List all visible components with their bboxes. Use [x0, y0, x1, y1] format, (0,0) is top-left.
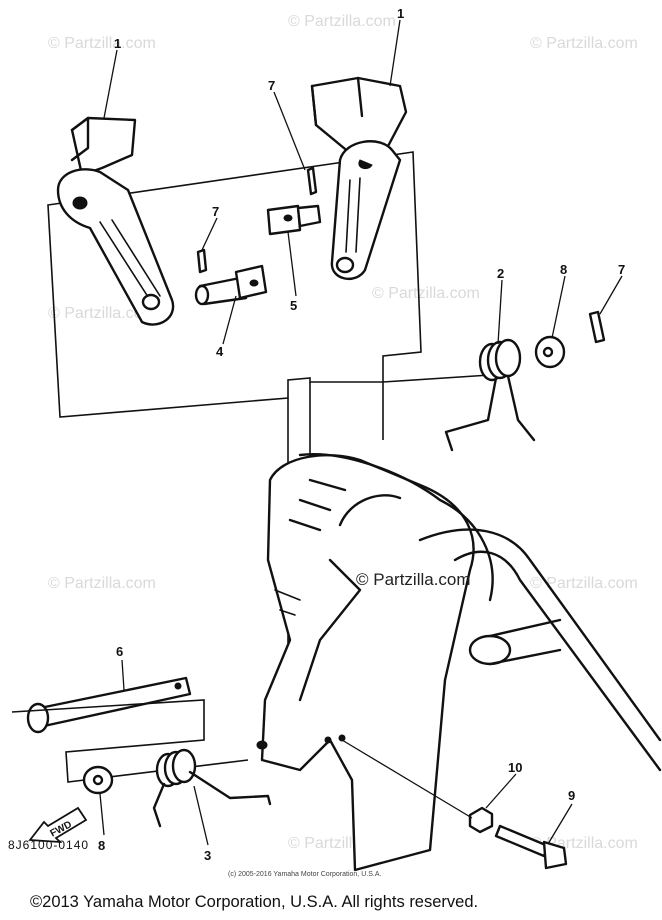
callout-leaders: [99, 19, 623, 846]
washer-right: [534, 335, 566, 369]
callout-5: 5: [290, 298, 297, 313]
callout-7-top: 7: [268, 78, 275, 93]
washer-left: [82, 765, 114, 795]
callout-8-left: 8: [98, 838, 105, 853]
watermark: © Partzilla.com: [48, 575, 156, 592]
fwd-label: FWD: [48, 819, 73, 839]
spring-part-3: [152, 748, 272, 828]
callout-10: 10: [508, 760, 522, 775]
clevis-pin-part-4: [194, 264, 268, 306]
cotter-pin-mid: [196, 248, 208, 274]
callout-9: 9: [568, 788, 575, 803]
watermark: © Partzilla.com: [48, 35, 156, 52]
bolt-part-9: [494, 824, 568, 870]
callout-8-right: 8: [560, 262, 567, 277]
callout-1-left: 1: [114, 36, 121, 51]
return-spring-part-2: [444, 338, 536, 452]
watermark: © Partzilla.com: [48, 305, 156, 322]
right-pedal-arm: [310, 76, 408, 281]
callout-4: 4: [216, 344, 224, 359]
cotter-pin-right: [588, 310, 606, 344]
cotter-pin-top: [306, 166, 318, 196]
callout-7-right: 7: [618, 262, 625, 277]
callout-6: 6: [116, 644, 123, 659]
callout-3: 3: [204, 848, 211, 863]
clevis-part-5: [266, 204, 322, 236]
fwd-arrow-icon: FWD: [28, 806, 88, 844]
center-watermark: © Partzilla.com: [356, 570, 471, 589]
left-pedal-arm: [56, 116, 175, 326]
nut-part-10: [468, 806, 494, 834]
callout-numbers: 1 1 7 7 4 5 2 8 7 6 3 8 10 9: [98, 6, 625, 863]
watermark: © Partzilla.com: [288, 13, 396, 30]
diagram-code: 8J6100-0140: [8, 838, 90, 852]
watermark: © Partzilla.com: [530, 35, 638, 52]
callout-1-right: 1: [397, 6, 404, 21]
bolt-guide-line: [341, 739, 473, 819]
frame-bracket: [256, 453, 662, 872]
clevis-pin-part-6: [26, 676, 192, 734]
watermark: © Partzilla.com: [372, 285, 480, 302]
callout-7-mid: 7: [212, 204, 219, 219]
small-copyright: (c) 2005-2016 Yamaha Motor Corporation, …: [228, 871, 382, 878]
callout-2: 2: [497, 266, 504, 281]
main-copyright: ©2013 Yamaha Motor Corporation, U.S.A. A…: [30, 893, 479, 911]
watermark: © Partzilla.com: [530, 575, 638, 592]
